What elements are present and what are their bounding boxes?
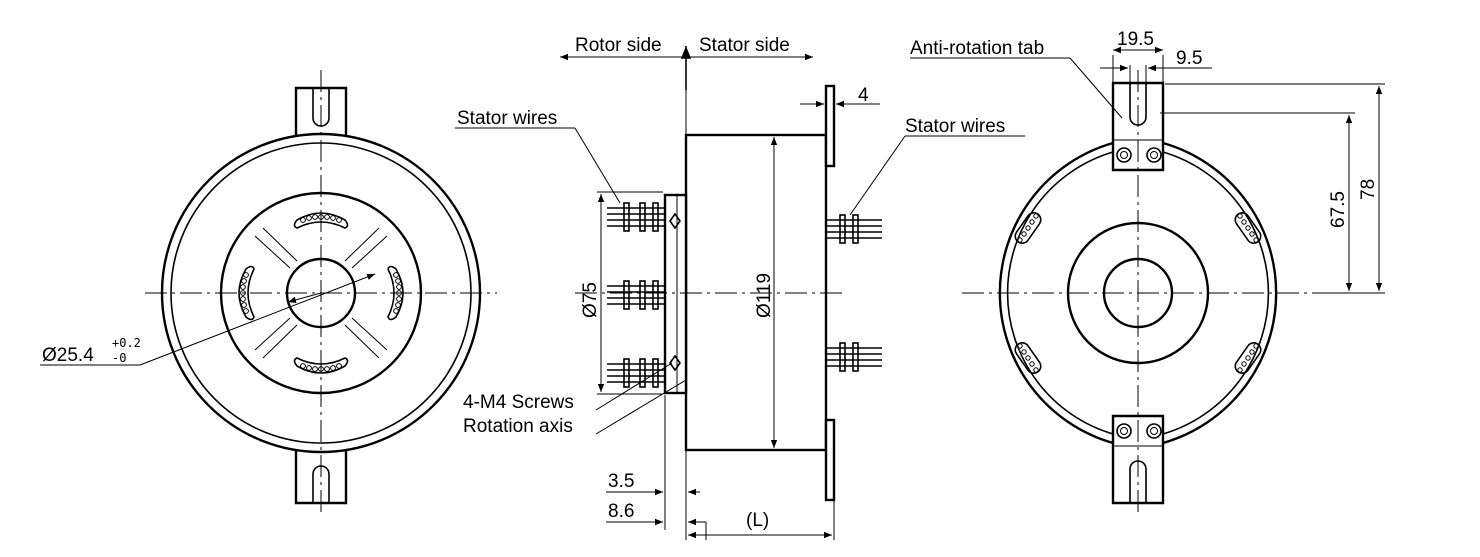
right-wire-bundles [826,214,882,372]
anti-rotation-tab-label: Anti-rotation tab [910,38,1044,59]
rotor-plate [663,193,688,395]
screws-label: 4-M4 Screws [463,392,574,413]
flange-thickness-label: 4 [858,85,869,106]
left-wire-slots [238,212,404,374]
bore-diameter-label: Ø25.4 [42,345,94,366]
tab-width-label: 19.5 [1117,29,1154,50]
slot-width-label: 9.5 [1176,48,1202,69]
middle-view [455,45,1025,540]
stator-flange-bottom [824,418,836,502]
rotor-side-label: Rotor side [575,35,662,56]
dim-3-5-label: 3.5 [608,471,634,492]
length-label: (L) [746,510,769,531]
left-view [40,70,497,515]
dim-78-label: 78 [1358,179,1379,200]
stator-side-label: Stator side [699,35,790,56]
stator-wires-right-label: Stator wires [905,116,1005,137]
left-wire-bundles [607,202,665,388]
right-bottom-tab [1111,414,1165,505]
body-diameter-label: Ø119 [754,273,775,318]
right-view [910,46,1385,515]
pcd-diameter-label: Ø75 [580,282,601,318]
stator-wires-left-label: Stator wires [457,108,557,129]
dim-8-6-label: 8.6 [608,501,634,522]
bore-diameter-leader [139,273,376,366]
bore-tol-lower: -0 [112,351,126,365]
bore-tol-upper: +0.2 [112,336,141,350]
stator-flange-top [824,84,836,168]
dim-67-5-label: 67.5 [1328,191,1349,228]
rotation-axis-label: Rotation axis [463,416,573,437]
